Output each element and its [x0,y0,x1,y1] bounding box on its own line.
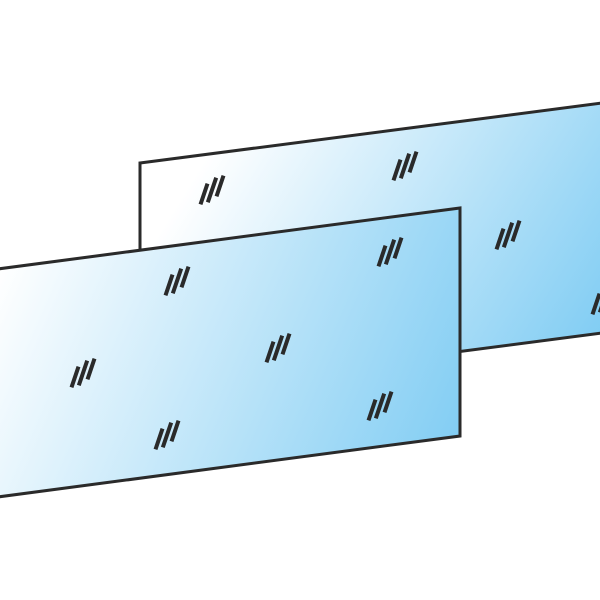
glare-stroke [501,222,515,248]
glass-glare-icon [69,357,97,389]
glass-glare-icon [264,332,292,364]
glass-glare-icon [366,390,394,422]
glare-stroke [198,182,210,206]
glass-glare-icon [163,265,191,297]
glare-stroke [153,427,165,451]
glass-glare-icon [590,292,600,316]
glass-glare-icon [391,150,419,182]
glare-stroke [163,273,175,297]
glare-stroke [170,267,184,295]
glare-stroke [169,419,181,443]
glare-stroke [160,421,174,449]
glare-stroke [366,398,378,422]
glass-glare-icon [494,219,522,251]
glare-stroke [179,265,191,289]
glare-stroke [69,365,81,389]
glare-stroke [76,359,90,387]
glare-stroke [373,392,387,420]
glare-stroke [392,236,404,260]
glare-stroke [391,158,403,182]
glare-stroke [376,244,388,268]
glare-stroke [85,357,97,381]
glass-glare-icon [153,419,181,451]
glare-stroke [382,390,394,414]
glare-stroke [510,219,522,243]
glare-stroke [407,150,419,174]
front-glass-pane [0,206,462,499]
glare-stroke [264,340,276,364]
glare-stroke [271,334,285,362]
front-glass-glare-marks [69,236,404,451]
glare-stroke [383,239,397,266]
glass-glare-icon [198,174,226,206]
glare-stroke [398,153,412,179]
glare-stroke [205,177,219,203]
glare-stroke [590,292,600,316]
glare-stroke [494,227,506,251]
glare-stroke [214,174,226,198]
glare-stroke [280,332,292,356]
back-glass-glare-marks [198,150,600,316]
glass-glare-icon [376,236,404,268]
front-glass-panel [0,206,462,499]
